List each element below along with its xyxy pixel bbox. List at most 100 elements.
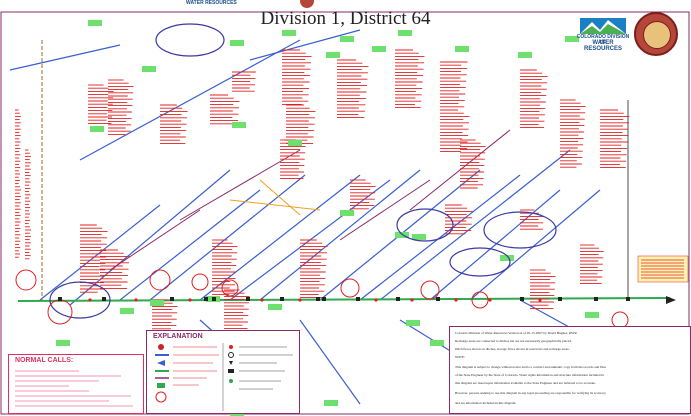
ditch-line <box>259 169 421 301</box>
normal-calls-box: NORMAL CALLS: <box>8 354 144 414</box>
pipeline-line <box>259 179 301 216</box>
diversion-point <box>454 298 458 302</box>
structure-tag <box>455 46 469 52</box>
gauge-marker <box>58 297 62 301</box>
notes-line: Colorado Division of Water Resources Ver… <box>455 331 577 335</box>
notes-line: NOTE: <box>455 355 465 359</box>
structure-tag <box>230 40 244 46</box>
notes-line: This diagram is subject to change withou… <box>455 365 606 369</box>
recharge-circle <box>471 291 489 309</box>
ditch-line <box>429 189 561 301</box>
gauge-marker <box>316 297 320 301</box>
mountain-icon <box>580 18 626 34</box>
structure-tag <box>324 400 338 406</box>
state-seal-icon <box>634 12 678 56</box>
structure-tag <box>326 52 340 58</box>
ditch-line <box>249 29 361 61</box>
diversion-point <box>88 298 92 302</box>
notes-line: and are information included in this dia… <box>455 401 517 405</box>
top-seal-fragment <box>300 0 314 8</box>
recharge-circle <box>47 299 73 325</box>
ditch-line <box>379 149 571 301</box>
structure-tag <box>150 300 164 306</box>
diversion-point <box>298 298 302 302</box>
structure-tag <box>500 255 514 261</box>
structure-tag <box>142 66 156 72</box>
recharge-circle <box>15 269 37 291</box>
pipeline-line <box>229 199 321 211</box>
gauge-marker <box>558 297 562 301</box>
normal-calls-heading: NORMAL CALLS: <box>15 357 74 364</box>
cdwr-logo: COLORADO DIVISION OF WATER RESOURCES <box>576 18 630 52</box>
gauge-marker <box>280 297 284 301</box>
reservoir-ellipse <box>396 208 454 242</box>
recharge-circle <box>149 269 171 291</box>
gauge-marker <box>212 297 216 301</box>
recharge-circle <box>221 279 239 297</box>
legend-symbols <box>155 343 293 411</box>
gauge-marker <box>396 297 400 301</box>
flow-arrow-icon <box>666 296 676 304</box>
structure-tag <box>56 340 70 346</box>
diversion-point <box>260 298 264 302</box>
structure-tag <box>430 340 444 346</box>
notes-box: Colorado Division of Water Resources Ver… <box>449 326 691 414</box>
reservoir-ellipse <box>155 23 225 57</box>
ditch-line <box>149 174 306 301</box>
canal-line <box>179 149 301 221</box>
structure-tag <box>395 232 409 238</box>
logo-line-1: COLORADO DIVISION OF <box>576 34 630 46</box>
main-river-line <box>17 297 671 302</box>
recharge-circle <box>340 278 360 298</box>
reservoir-ellipse <box>449 247 511 277</box>
reservoir-ellipse <box>49 281 111 319</box>
gauge-marker <box>170 297 174 301</box>
structure-tag <box>406 320 420 326</box>
structure-tag <box>268 304 282 310</box>
structure-tag <box>230 412 244 416</box>
ditch-line <box>469 189 601 301</box>
gauge-marker <box>246 297 250 301</box>
ditch-line <box>299 319 361 405</box>
ditch-line <box>9 44 121 71</box>
diversion-point <box>134 298 138 302</box>
structure-tag <box>585 312 599 318</box>
structure-tag <box>288 140 302 146</box>
ditch-line <box>199 174 361 301</box>
ditch-line <box>39 204 161 301</box>
structure-tag <box>282 30 296 36</box>
notes-line: of the State Engineer by the State of Co… <box>455 373 604 377</box>
explanation-legend: EXPLANATION <box>146 330 300 414</box>
gauge-marker <box>436 297 440 301</box>
canal-line <box>109 209 201 271</box>
gauge-marker <box>594 297 598 301</box>
logo-line-2: WATER RESOURCES <box>583 40 622 52</box>
structure-tag <box>398 30 412 36</box>
page-title: Division 1, District 64 <box>260 8 431 29</box>
notes-line: this diagram are based upon information … <box>455 381 596 385</box>
diversion-point <box>410 298 414 302</box>
gauge-marker <box>102 297 106 301</box>
gauge-marker <box>322 297 326 301</box>
gauge-marker <box>204 297 208 301</box>
notes-line: However, persons seeking to use this dia… <box>455 391 606 395</box>
ditch-line <box>359 174 521 301</box>
ditch-line <box>119 189 261 301</box>
diversion-point <box>374 298 378 302</box>
canal-line <box>339 179 431 241</box>
gauge-marker <box>356 297 360 301</box>
diversion-point <box>188 298 192 302</box>
notes-line: Recharge areas are connected to ditches … <box>455 339 572 343</box>
structure-tag <box>412 234 426 240</box>
recharge-circle <box>191 273 209 291</box>
diversion-point <box>538 298 542 302</box>
structure-tag <box>340 36 354 42</box>
top-logo-fragment: WATER RESOURCES <box>186 0 237 6</box>
explanation-heading: EXPLANATION <box>153 333 203 340</box>
canal-line <box>409 129 511 211</box>
structure-tag <box>372 46 386 52</box>
gauge-marker <box>520 297 524 301</box>
gauge-marker <box>626 297 630 301</box>
